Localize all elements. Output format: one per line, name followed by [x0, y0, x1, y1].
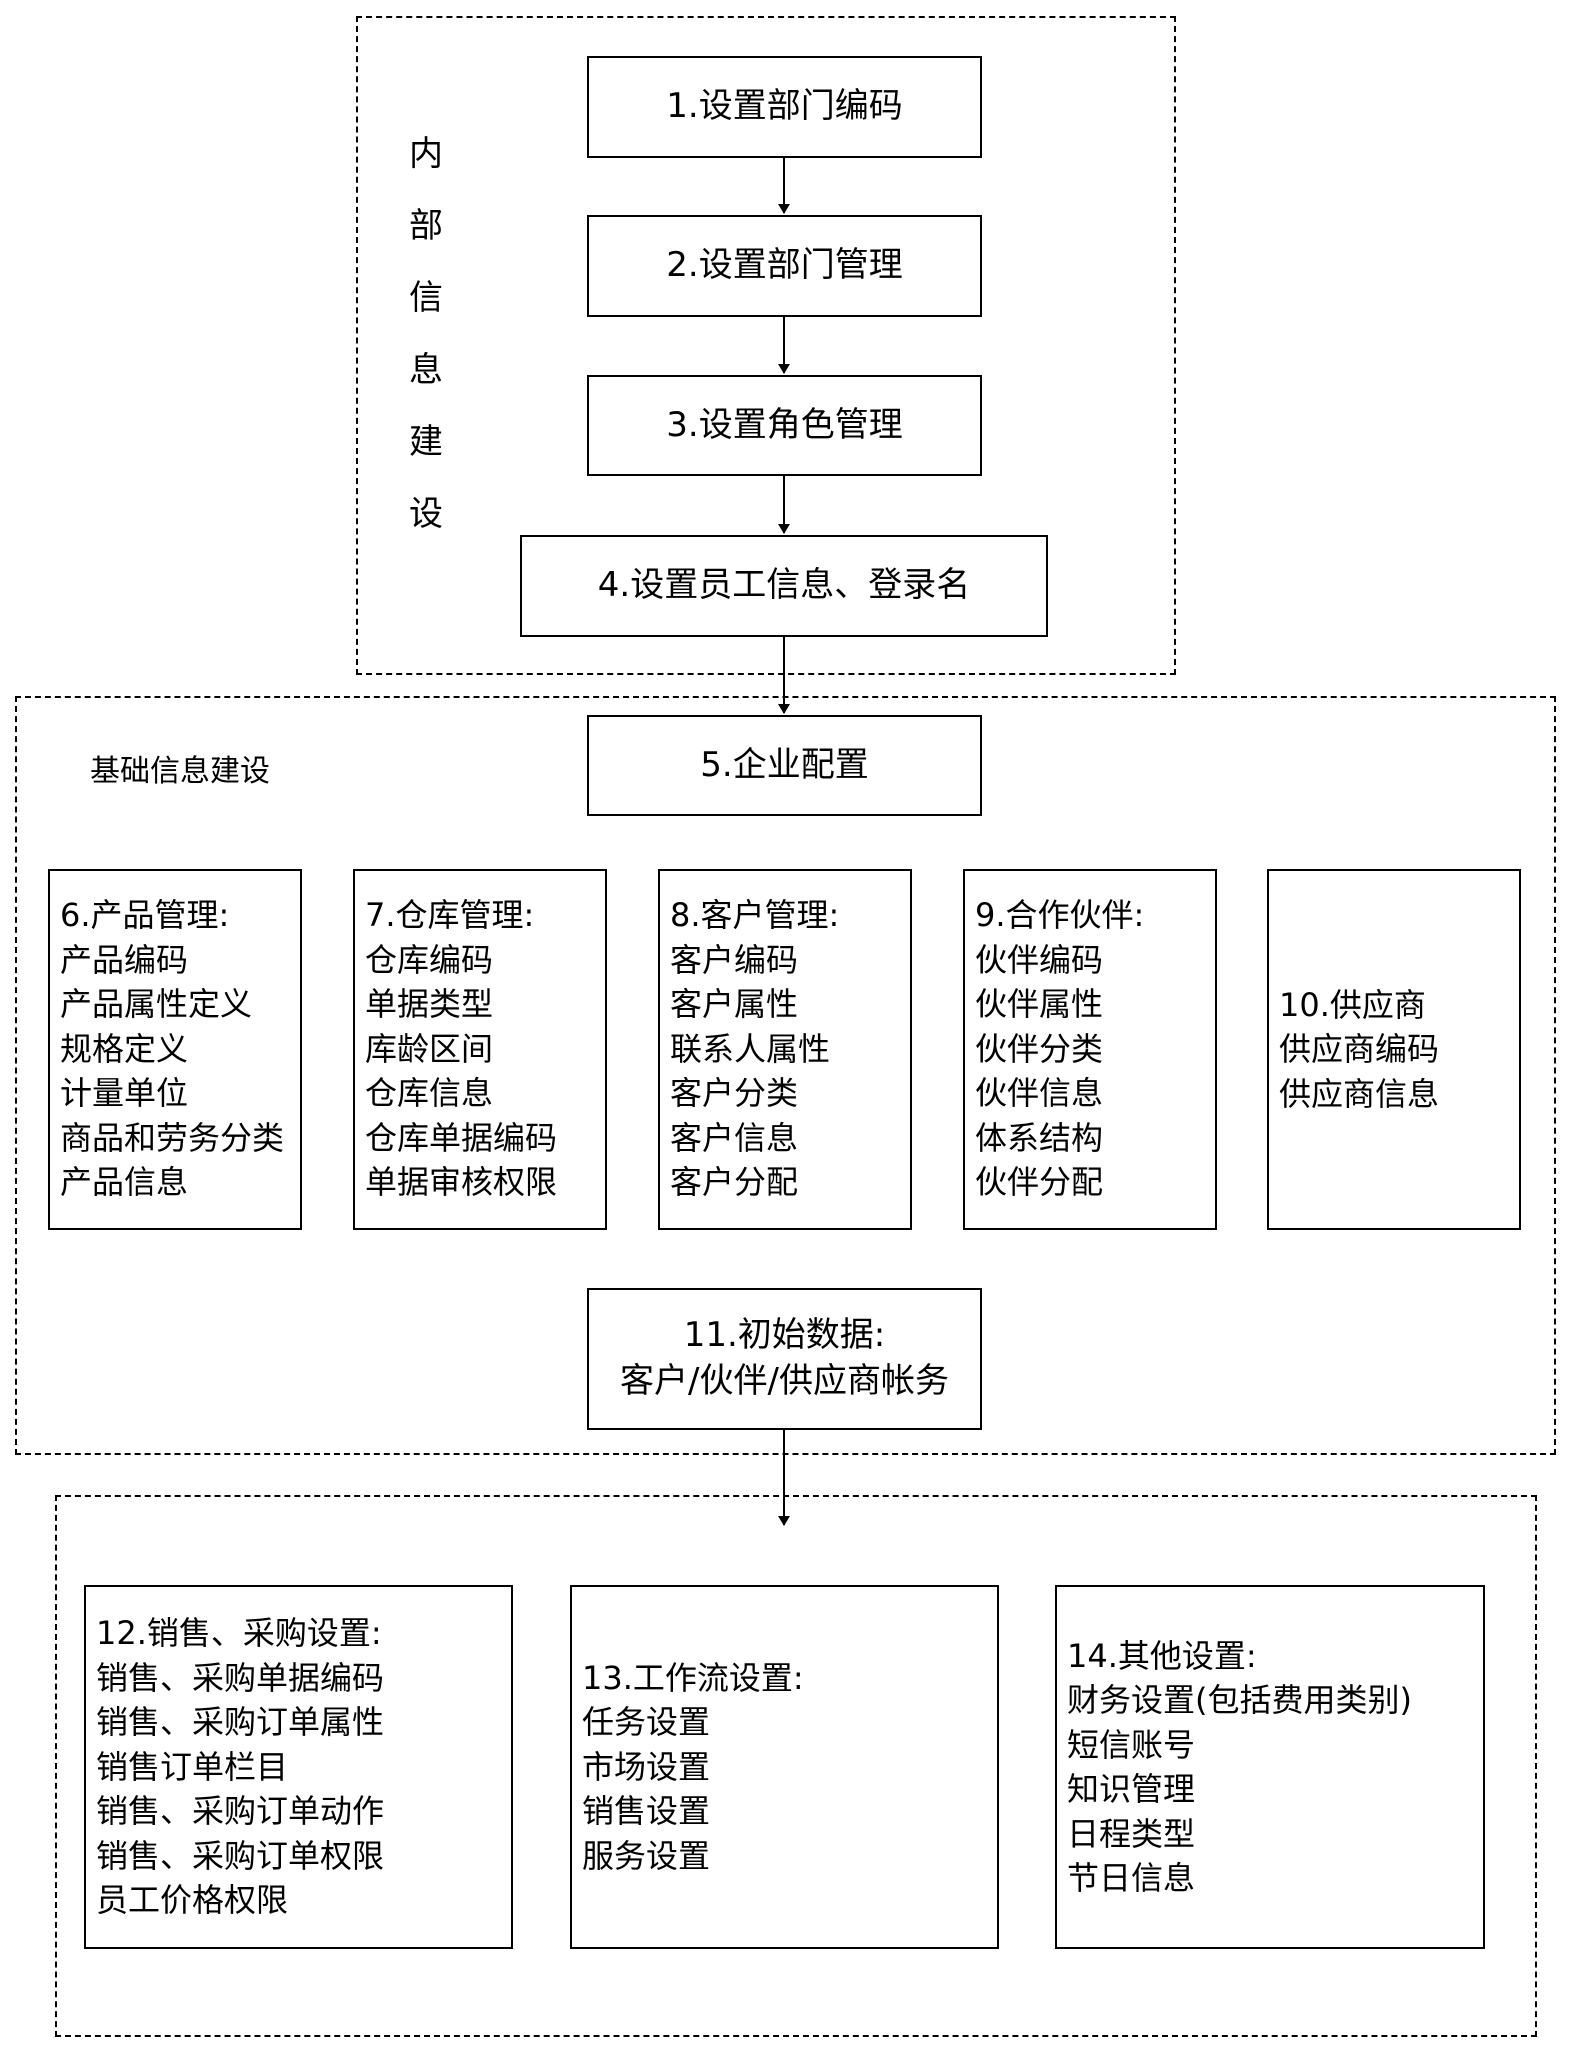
- module-item: 日程类型: [1067, 1814, 1196, 1853]
- module-item: 销售、采购单据编码: [96, 1658, 385, 1697]
- module-title: 14.其他设置:: [1067, 1636, 1257, 1675]
- module-item: 仓库编码: [365, 940, 494, 979]
- settings-sales-purchase: 12.销售、采购设置: 销售、采购单据编码 销售、采购订单属性 销售订单栏目 销…: [84, 1585, 513, 1949]
- module-item: 产品信息: [60, 1163, 189, 1201]
- step-3-role-manage: 3.设置角色管理: [587, 375, 982, 476]
- module-item: 短信账号: [1067, 1725, 1196, 1764]
- module-title: 12.销售、采购设置:: [96, 1614, 382, 1653]
- module-title: 9.合作伙伴:: [975, 896, 1145, 934]
- module-title: 8.客户管理:: [670, 896, 840, 934]
- module-item: 单据审核权限: [365, 1163, 558, 1201]
- module-item: 节日信息: [1067, 1859, 1196, 1897]
- module-item: 伙伴属性: [975, 985, 1104, 1023]
- module-item: 销售、采购订单权限: [96, 1836, 385, 1875]
- module-title: 6.产品管理:: [60, 896, 230, 934]
- settings-other: 14.其他设置: 财务设置(包括费用类别) 短信账号 知识管理 日程类型 节日信…: [1055, 1585, 1485, 1949]
- module-title: 10.供应商: [1279, 985, 1426, 1024]
- module-item: 伙伴编码: [975, 940, 1104, 979]
- module-item: 销售设置: [582, 1792, 711, 1831]
- step-11-initial-data: 11.初始数据: 客户/伙伴/供应商帐务: [587, 1288, 982, 1430]
- module-item: 体系结构: [975, 1118, 1104, 1157]
- internal-info-region: [356, 16, 1176, 675]
- module-item: 仓库信息: [365, 1074, 494, 1112]
- step-5-enterprise-config: 5.企业配置: [587, 715, 982, 816]
- module-item: 销售订单栏目: [96, 1747, 289, 1786]
- module-warehouse: 7.仓库管理: 仓库编码 单据类型 库龄区间 仓库信息 仓库单据编码 单据审核权…: [353, 869, 607, 1230]
- module-item: 单据类型: [365, 985, 494, 1023]
- label-char: 信: [409, 278, 443, 318]
- module-item: 产品编码: [60, 940, 189, 979]
- module-product: 6.产品管理: 产品编码 产品属性定义 规格定义 计量单位 商品和劳务分类 产品…: [48, 869, 302, 1230]
- label-char: 部: [409, 206, 443, 246]
- module-item: 任务设置: [582, 1703, 711, 1742]
- basic-info-label: 基础信息建设: [90, 754, 270, 789]
- module-item: 库龄区间: [365, 1029, 494, 1068]
- settings-workflow: 13.工作流设置: 任务设置 市场设置 销售设置 服务设置: [570, 1585, 999, 1949]
- module-item: 市场设置: [582, 1747, 711, 1786]
- module-item: 伙伴分类: [975, 1029, 1104, 1068]
- label-char: 息: [409, 350, 443, 390]
- module-item: 客户属性: [670, 985, 799, 1023]
- module-item: 联系人属性: [670, 1029, 831, 1068]
- label-char: 建: [409, 422, 443, 462]
- label-char: 内: [409, 134, 443, 174]
- module-item: 计量单位: [60, 1074, 189, 1112]
- module-item: 知识管理: [1067, 1770, 1196, 1808]
- step-1-dept-code: 1.设置部门编码: [587, 56, 982, 158]
- step-4-employee-login: 4.设置员工信息、登录名: [520, 535, 1048, 637]
- module-item: 客户信息: [670, 1118, 799, 1157]
- step-11-subtitle: 客户/伙伴/供应商帐务: [620, 1361, 949, 1401]
- step-2-dept-manage: 2.设置部门管理: [587, 215, 982, 317]
- module-item: 销售、采购订单属性: [96, 1703, 385, 1742]
- module-title: 13.工作流设置:: [582, 1658, 804, 1697]
- module-item: 销售、采购订单动作: [96, 1792, 385, 1831]
- internal-info-label: 内 部 信 息 建 设: [406, 118, 446, 550]
- module-item: 服务设置: [582, 1836, 711, 1875]
- module-customer: 8.客户管理: 客户编码 客户属性 联系人属性 客户分类 客户信息 客户分配: [658, 869, 912, 1230]
- module-item: 财务设置(包括费用类别): [1067, 1681, 1412, 1719]
- settings-region: [55, 1495, 1537, 2037]
- module-item: 客户分类: [670, 1074, 799, 1112]
- module-item: 供应商信息: [1279, 1074, 1440, 1113]
- module-item: 商品和劳务分类: [60, 1118, 285, 1157]
- module-partner: 9.合作伙伴: 伙伴编码 伙伴属性 伙伴分类 伙伴信息 体系结构 伙伴分配: [963, 869, 1217, 1230]
- module-item: 客户分配: [670, 1163, 799, 1201]
- module-item: 客户编码: [670, 940, 799, 979]
- module-item: 产品属性定义: [60, 985, 253, 1023]
- basic-info-region: [15, 696, 1556, 1455]
- module-supplier: 10.供应商 供应商编码 供应商信息: [1267, 869, 1521, 1230]
- module-item: 仓库单据编码: [365, 1118, 558, 1157]
- module-item: 伙伴信息: [975, 1074, 1104, 1112]
- step-11-title: 11.初始数据:: [683, 1315, 886, 1356]
- label-char: 设: [409, 494, 443, 534]
- module-title: 7.仓库管理:: [365, 896, 535, 934]
- module-item: 伙伴分配: [975, 1163, 1104, 1201]
- module-item: 员工价格权限: [96, 1881, 289, 1920]
- module-item: 规格定义: [60, 1029, 189, 1068]
- module-item: 供应商编码: [1279, 1030, 1440, 1069]
